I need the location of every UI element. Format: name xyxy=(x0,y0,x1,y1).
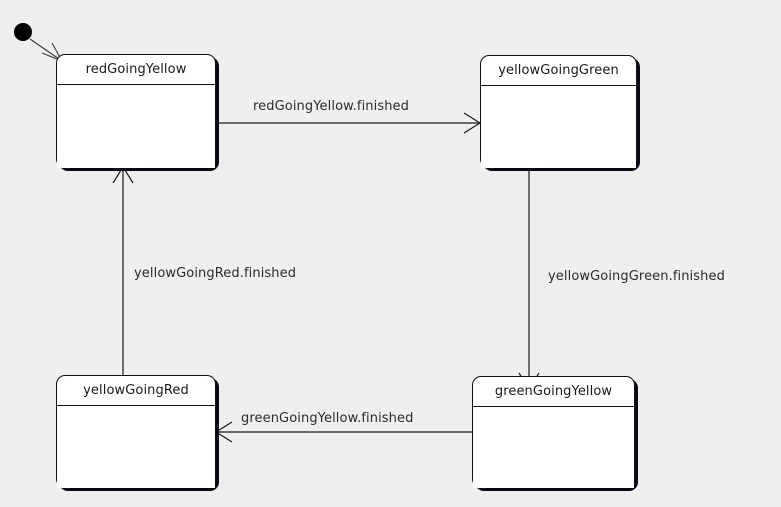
edge-redGoingYellow-to-yellowGoingGreen xyxy=(216,112,482,134)
state-body-yellowGoingRed xyxy=(57,406,215,488)
edge-yellowGoingRed-to-redGoingYellow xyxy=(112,165,134,375)
edge-label-redGoingYellow-finished: redGoingYellow.finished xyxy=(250,99,413,114)
edge-greenGoingYellow-to-yellowGoingRed xyxy=(214,421,472,443)
state-title-redGoingYellow: redGoingYellow xyxy=(57,55,215,85)
state-title-yellowGoingRed: yellowGoingRed xyxy=(57,376,215,406)
state-node-greenGoingYellow[interactable]: greenGoingYellow xyxy=(472,376,635,488)
state-body-yellowGoingGreen xyxy=(481,86,636,168)
edge-label-yellowGoingRed-finished: yellowGoingRed.finished xyxy=(131,266,300,281)
state-node-yellowGoingGreen[interactable]: yellowGoingGreen xyxy=(480,55,637,168)
edge-yellowGoingGreen-to-greenGoingYellow xyxy=(518,170,540,391)
initial-state-marker xyxy=(14,23,32,41)
state-title-greenGoingYellow: greenGoingYellow xyxy=(473,377,634,407)
edge-label-greenGoingYellow-finished: greenGoingYellow.finished xyxy=(238,411,417,426)
edge-label-yellowGoingGreen-finished: yellowGoingGreen.finished xyxy=(545,269,728,284)
state-node-yellowGoingRed[interactable]: yellowGoingRed xyxy=(56,375,216,488)
state-node-redGoingYellow[interactable]: redGoingYellow xyxy=(56,54,216,168)
state-body-greenGoingYellow xyxy=(473,407,634,488)
state-body-redGoingYellow xyxy=(57,85,215,168)
state-title-yellowGoingGreen: yellowGoingGreen xyxy=(481,56,636,86)
